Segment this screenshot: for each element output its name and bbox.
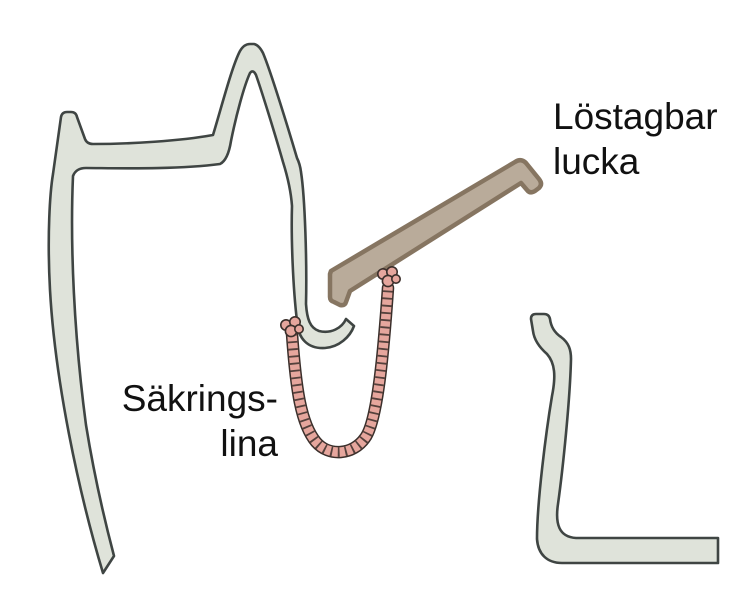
deck-cross-sections	[47, 42, 720, 575]
removable-hatch-shape	[327, 158, 544, 308]
hull-cross-section-right	[529, 312, 720, 565]
removable-hatch	[327, 158, 544, 308]
safety-line-rope	[285, 281, 395, 459]
rope-knot-right	[376, 265, 401, 288]
rope-knots	[279, 265, 401, 338]
rope-knot-left	[279, 315, 304, 338]
rope-body	[287, 283, 393, 457]
label-safety-line: Säkrings- lina	[121, 378, 278, 464]
hull-cross-section-left	[47, 42, 356, 575]
label-removable-hatch: Löstagbar lucka	[553, 96, 718, 182]
